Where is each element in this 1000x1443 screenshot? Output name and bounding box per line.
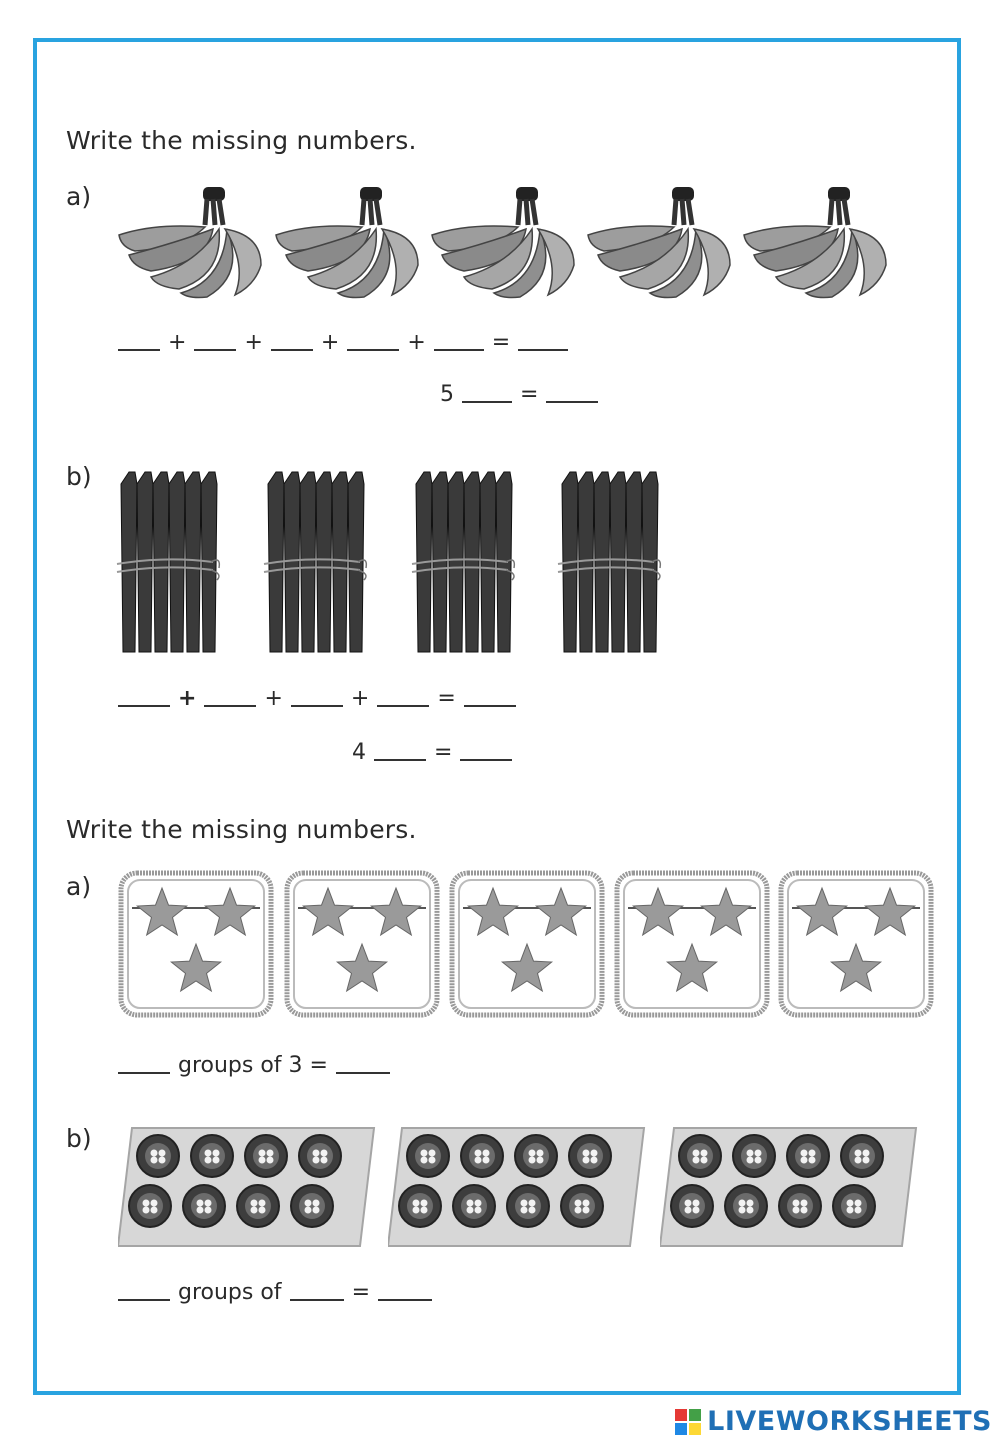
multiplier-number: 5 <box>440 382 454 407</box>
plus-sign: + <box>320 330 340 355</box>
answer-blank[interactable] <box>194 349 237 351</box>
answer-blank[interactable] <box>518 349 569 351</box>
answer-blank[interactable] <box>460 759 513 761</box>
answer-blank[interactable] <box>374 759 426 761</box>
stick-bundle-image <box>410 464 520 659</box>
answer-blank[interactable] <box>463 705 516 707</box>
equals-sign: = <box>520 382 539 407</box>
banana-bunch-image <box>115 185 265 305</box>
groups-text: groups of <box>178 1280 282 1305</box>
equals-sign: = <box>491 330 511 355</box>
nest-tray-image <box>386 1126 646 1248</box>
plus-sign: + <box>168 330 187 355</box>
nests-groups-sentence: groups of = <box>118 1282 432 1304</box>
section-2-part-b-label: b) <box>66 1124 92 1153</box>
stars-groups-sentence: groups of 3 = <box>118 1055 390 1077</box>
star-group-box <box>778 870 934 1018</box>
liveworksheets-logo: LIVEWORKSHEETS <box>675 1406 992 1437</box>
star-group-box <box>614 870 770 1018</box>
banana-bunch-image <box>428 185 578 305</box>
multiplier-number: 4 <box>352 740 366 765</box>
answer-blank[interactable] <box>335 1072 390 1074</box>
liveworksheets-brand: LIVEWORKSHEETS <box>707 1406 992 1437</box>
liveworksheets-mark-icon <box>675 1408 702 1435</box>
stick-bundle-image <box>262 464 372 659</box>
star-group-box <box>118 870 274 1018</box>
stick-bundle-image <box>556 464 666 659</box>
equals-sign: = <box>434 740 453 765</box>
answer-blank[interactable] <box>290 705 343 707</box>
section-2-part-a-label: a) <box>66 872 92 901</box>
worksheet-frame <box>33 38 961 1395</box>
plus-sign: + <box>407 330 426 355</box>
star-group-box <box>449 870 605 1018</box>
banana-addition-equation: + + + + = <box>118 330 569 355</box>
answer-blank[interactable] <box>204 705 257 707</box>
plus-sign: + <box>178 686 197 711</box>
star-group-box <box>284 870 440 1018</box>
answer-blank[interactable] <box>347 349 400 351</box>
answer-blank[interactable] <box>118 349 160 351</box>
answer-blank[interactable] <box>118 705 170 707</box>
section-1-part-a-label: a) <box>66 182 92 211</box>
equals-sign: = <box>437 686 456 711</box>
banana-bunch-image <box>584 185 734 305</box>
banana-multiplication-equation: 5 = <box>440 382 599 407</box>
groups-text: groups of 3 = <box>178 1053 328 1078</box>
answer-blank[interactable] <box>546 401 599 403</box>
answer-blank[interactable] <box>289 1299 344 1301</box>
answer-blank[interactable] <box>270 349 313 351</box>
answer-blank[interactable] <box>118 1299 170 1301</box>
plus-sign: + <box>264 686 283 711</box>
equals-sign: = <box>351 1280 370 1305</box>
answer-blank[interactable] <box>118 1072 170 1074</box>
section-1-part-b-label: b) <box>66 462 92 491</box>
answer-blank[interactable] <box>433 349 484 351</box>
plus-sign: + <box>350 686 370 711</box>
nest-tray-image <box>658 1126 918 1248</box>
sticks-addition-equation: + + + = <box>118 688 516 710</box>
answer-blank[interactable] <box>377 705 430 707</box>
section-2-instruction: Write the missing numbers. <box>66 815 417 844</box>
answer-blank[interactable] <box>462 401 512 403</box>
nest-tray-image <box>116 1126 376 1248</box>
sticks-multiplication-equation: 4 = <box>352 740 513 765</box>
plus-sign: + <box>244 330 263 355</box>
banana-bunch-image <box>740 185 890 305</box>
banana-bunch-image <box>272 185 422 305</box>
section-1-instruction: Write the missing numbers. <box>66 126 417 155</box>
stick-bundle-image <box>115 464 225 659</box>
answer-blank[interactable] <box>378 1299 432 1301</box>
